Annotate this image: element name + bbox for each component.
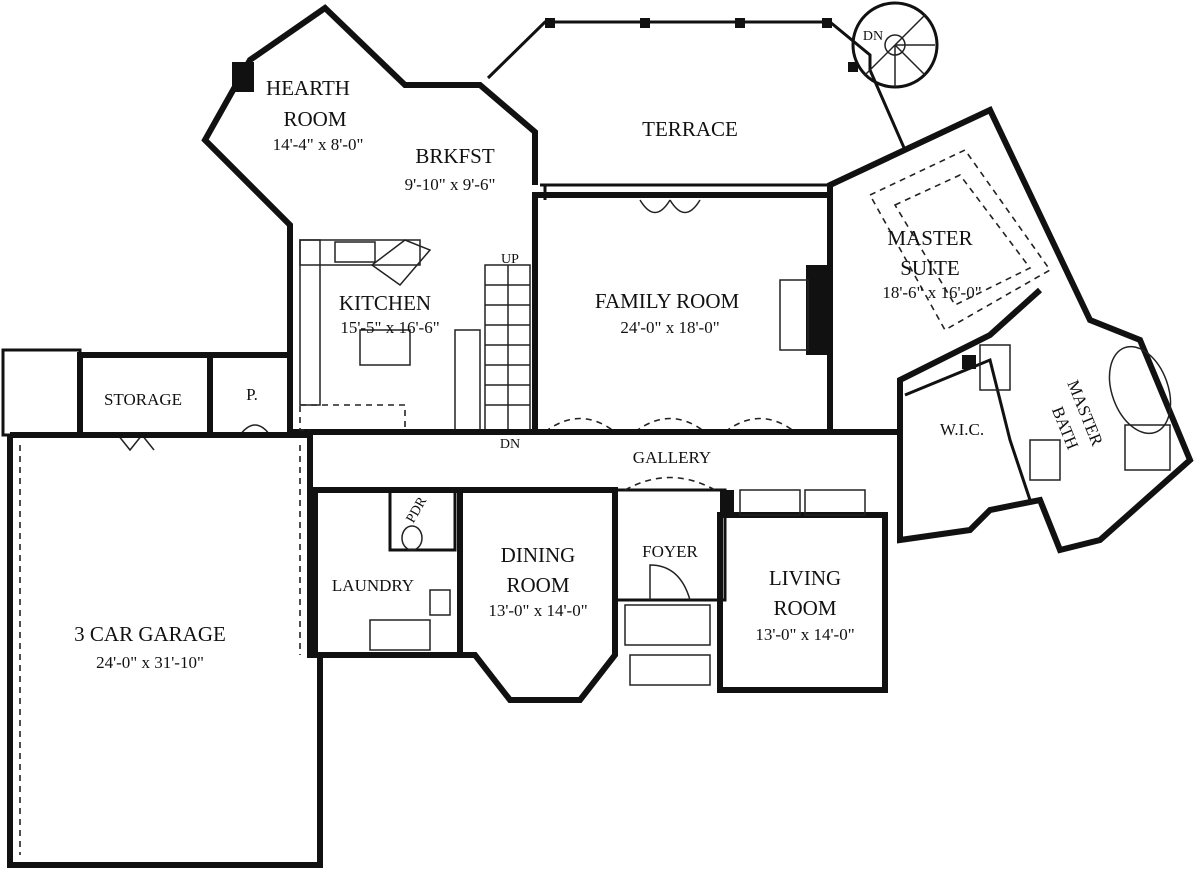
- hearth-room-name-1: HEARTH: [266, 76, 350, 100]
- master-suite-name-1: MASTER: [887, 226, 972, 250]
- family-room-doors: [639, 199, 701, 214]
- bathtub: [1108, 345, 1172, 435]
- vanity-2: [979, 344, 1011, 391]
- laundry-sink: [429, 589, 451, 616]
- garage-size: 24'-0" x 31'-10": [96, 653, 204, 672]
- stair-up-label: UP: [501, 252, 519, 267]
- foyer-arch: [624, 476, 716, 491]
- vanity: [1029, 439, 1061, 481]
- kitchen-pantry-cabinet: [454, 329, 481, 431]
- terrace-name: TERRACE: [642, 117, 738, 141]
- family-room-arches: [544, 417, 796, 433]
- terrace-post-4: [822, 18, 832, 28]
- hearth-fireplace: [232, 62, 254, 92]
- wic-name: W.I.C.: [940, 420, 984, 439]
- brkfst-name: BRKFST: [415, 144, 495, 168]
- pdr-toilet: [401, 525, 423, 551]
- tray-ceiling-inner: [893, 174, 1032, 307]
- pdr-walls: [388, 488, 457, 552]
- shower: [1124, 424, 1171, 471]
- living-room-size: 13'-0" x 14'-0": [755, 625, 854, 644]
- kitchen-angled-counter: [370, 239, 432, 287]
- terrace-post-2: [640, 18, 650, 28]
- family-room-size: 24'-0" x 18'-0": [620, 318, 719, 337]
- storage-door: [117, 433, 155, 452]
- master-suite-name-2: SUITE: [900, 256, 960, 280]
- kitchen-island: [359, 329, 411, 366]
- hearth-room-size: 14'-4" x 8'-0": [273, 135, 364, 154]
- kitchen-base-cabinets: [299, 404, 406, 431]
- coat-closet-1: [739, 489, 801, 516]
- terrace-post-5: [848, 62, 858, 72]
- laundry-name: LAUNDRY: [332, 576, 414, 595]
- family-room-name: FAMILY ROOM: [595, 289, 740, 313]
- pdr-name: PDR: [404, 494, 431, 526]
- foyer-door: [649, 564, 691, 601]
- tray-ceiling-outer: [868, 148, 1052, 332]
- laundry-walls: [312, 487, 463, 658]
- living-room-name-1: LIVING: [769, 566, 841, 590]
- living-fireplace: [720, 490, 734, 515]
- hearth: [779, 279, 809, 351]
- terrace-post-3: [735, 18, 745, 28]
- living-room-walls: [717, 512, 888, 693]
- pantry-name: P.: [246, 385, 258, 404]
- garage-side-bay: [1, 348, 82, 437]
- laundry-counter: [369, 619, 431, 651]
- main-stair: [484, 264, 531, 431]
- coat-closet-2: [804, 489, 866, 516]
- stair-dn-label: DN: [500, 437, 520, 452]
- hearth-room-name-2: ROOM: [283, 107, 346, 131]
- master-suite-walls: [827, 106, 1194, 554]
- brkfst-size: 9'-10" x 9'-6": [405, 175, 496, 194]
- spiral-stair: [851, 1, 939, 89]
- garage-walls: [7, 432, 323, 868]
- dining-room-size: 13'-0" x 14'-0": [488, 601, 587, 620]
- kitchen-counter-left: [299, 239, 321, 406]
- hearth-room-walls: [201, 4, 538, 340]
- kitchen-size: 15'-5" x 16'-6": [340, 318, 439, 337]
- fireplace: [806, 265, 830, 355]
- foyer-name: FOYER: [642, 542, 698, 561]
- family-room-walls: [532, 192, 833, 435]
- garage-name: 3 CAR GARAGE: [74, 622, 226, 646]
- terrace-outline: [486, 20, 907, 187]
- storage-name: STORAGE: [104, 390, 182, 409]
- column: [962, 355, 976, 369]
- dining-room-name-1: DINING: [501, 543, 576, 567]
- foyer-walls: [613, 488, 727, 602]
- living-room-name-2: ROOM: [773, 596, 836, 620]
- kitchen-sink: [334, 241, 376, 263]
- wic-walls: [904, 357, 1032, 501]
- front-porch: [624, 604, 711, 646]
- front-steps: [629, 654, 711, 686]
- spiral-dn-label: DN: [863, 29, 883, 44]
- master-suite-size: 18'-6" x 16'-0": [882, 283, 981, 302]
- kitchen-name: KITCHEN: [339, 291, 431, 315]
- terrace-post-1: [545, 18, 555, 28]
- dining-room-name-2: ROOM: [506, 573, 569, 597]
- gallery-name: GALLERY: [633, 448, 711, 467]
